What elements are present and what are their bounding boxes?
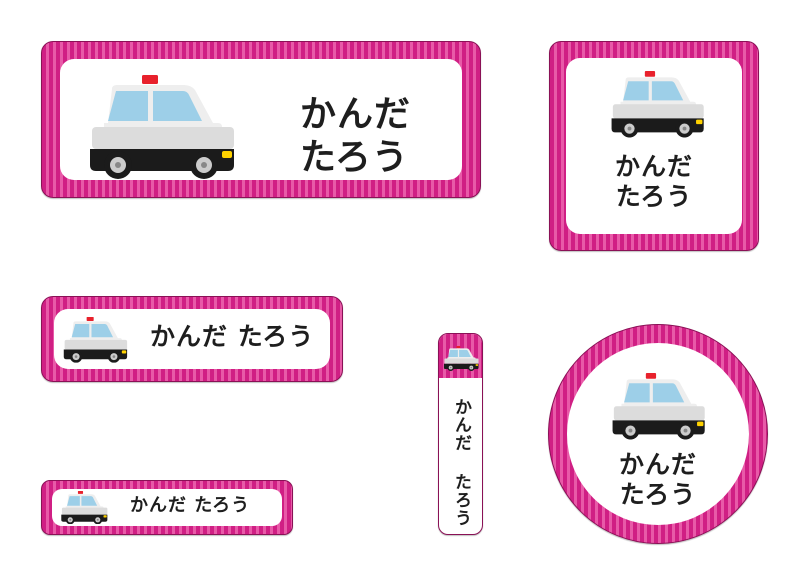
label-panel: かんだ たろう (60, 59, 462, 180)
name-line-1: かんだ (618, 450, 697, 479)
label-panel: かんだ たろう (566, 58, 742, 234)
police-car-icon (60, 491, 108, 524)
label-name: かんだ たろう (567, 450, 749, 510)
label-panel: かんだ たろう (567, 343, 749, 525)
name-label-circle: かんだ たろう (548, 324, 768, 544)
label-name: かんだ たろう (300, 93, 411, 179)
police-car-icon (62, 317, 128, 363)
label-name: かんだ たろう (566, 152, 742, 212)
name-label-vertical: かんだ たろう (438, 333, 483, 535)
label-panel: かんだ たろう (52, 489, 282, 526)
name-line-2: たろう (619, 480, 697, 509)
name-label-large: かんだ たろう (41, 41, 481, 198)
name-line-1: かんだ (300, 94, 412, 135)
name-line-2: たろう (300, 137, 409, 179)
police-car-icon (610, 373, 706, 440)
police-car-icon (86, 75, 236, 179)
name-label-small: かんだ たろう (41, 480, 293, 535)
name-line-2: たろう (615, 182, 693, 211)
label-name: かんだ たろう (150, 322, 315, 351)
police-car-icon (443, 346, 479, 371)
label-name-vertical: かんだ たろう (451, 398, 471, 527)
label-name: かんだ たろう (130, 495, 251, 516)
name-label-square: かんだ たろう (549, 41, 759, 251)
name-label-medium: かんだ たろう (41, 296, 343, 382)
label-panel: かんだ たろう (54, 309, 330, 369)
name-line-1: かんだ (614, 152, 693, 181)
police-car-icon (609, 71, 705, 138)
